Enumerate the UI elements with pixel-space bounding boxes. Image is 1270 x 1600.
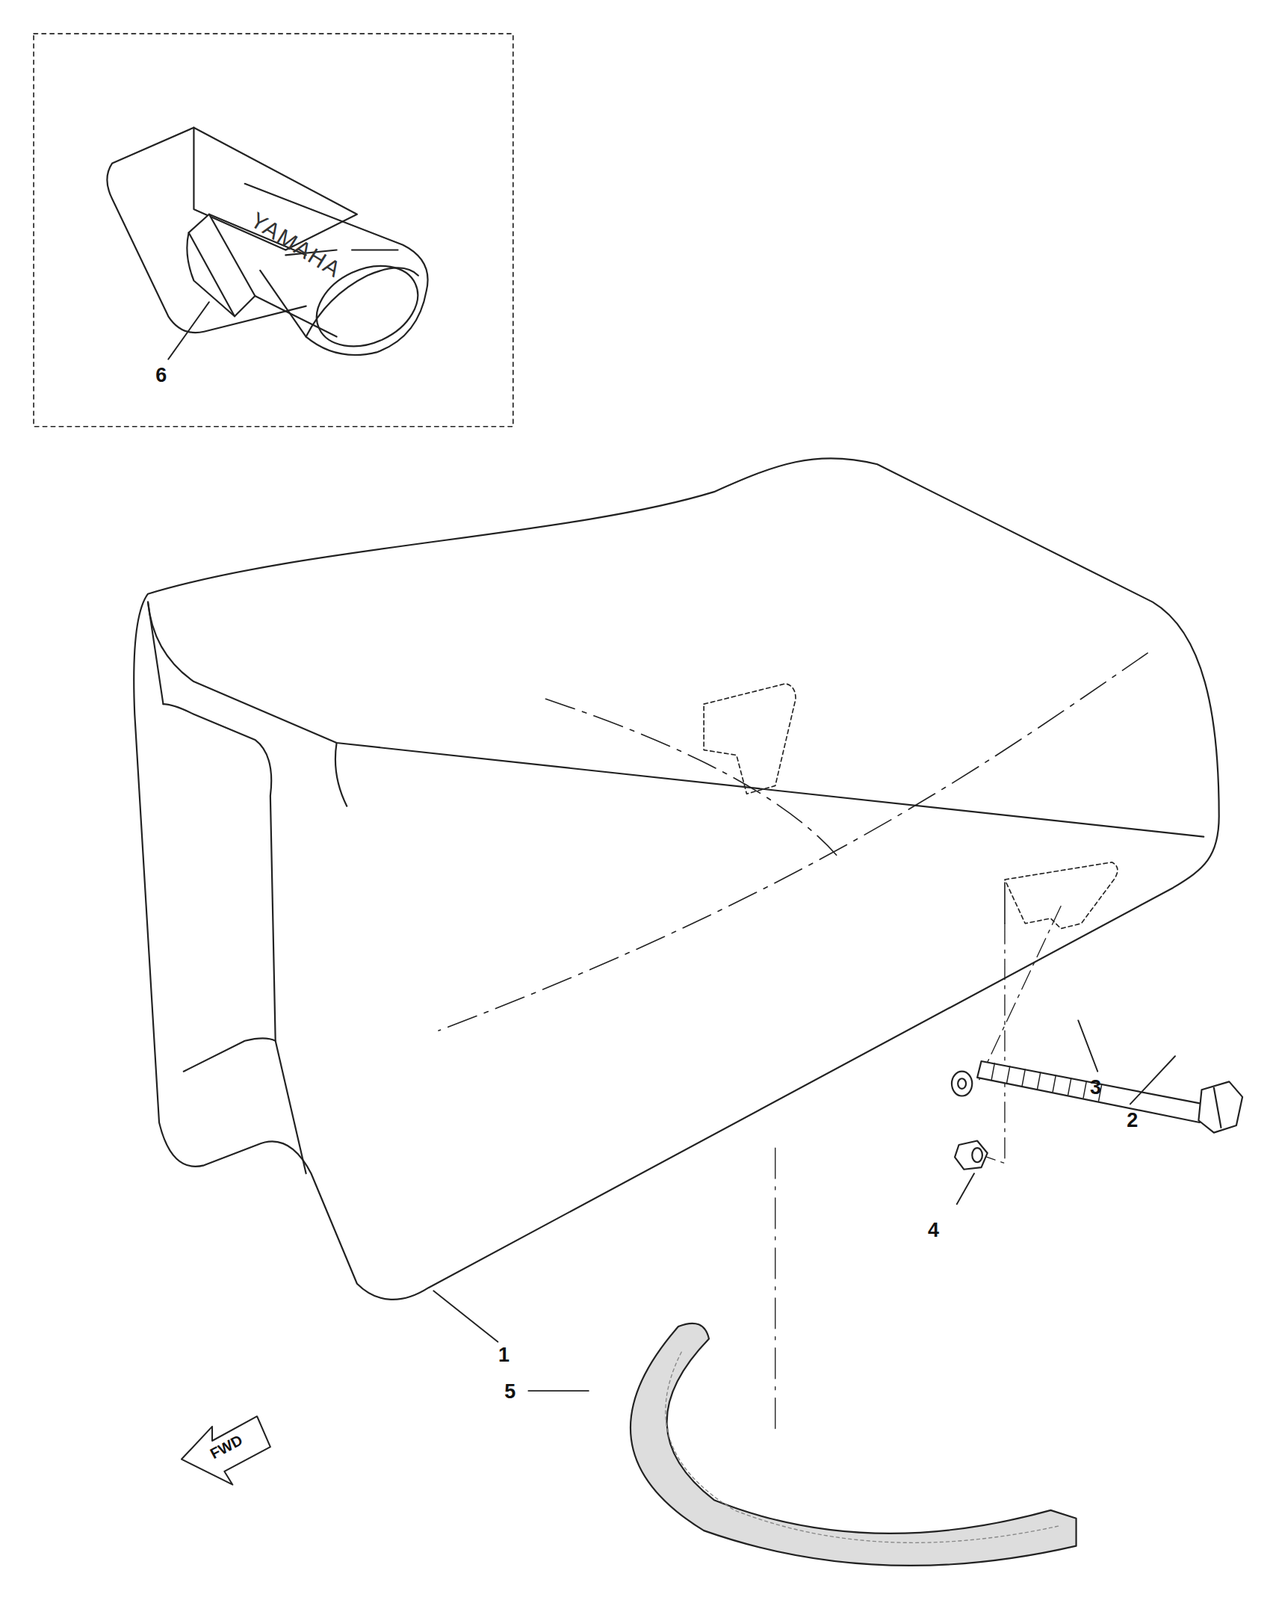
- tool-bag: [106, 127, 431, 363]
- nut: [954, 1140, 988, 1170]
- callout-number: 3: [1089, 1077, 1102, 1098]
- callout-number: 6: [155, 365, 167, 386]
- callout-number: 1: [498, 1344, 510, 1365]
- bolt: [977, 1060, 1243, 1133]
- seat-band: [630, 1323, 1077, 1566]
- callout-number: 2: [1126, 1110, 1138, 1131]
- seat: [133, 457, 1219, 1300]
- callout-number: 4: [927, 1219, 940, 1241]
- washer: [951, 1071, 972, 1096]
- forward-arrow: [181, 1415, 271, 1484]
- callout-number: 5: [504, 1381, 516, 1402]
- inset-frame: [33, 33, 514, 427]
